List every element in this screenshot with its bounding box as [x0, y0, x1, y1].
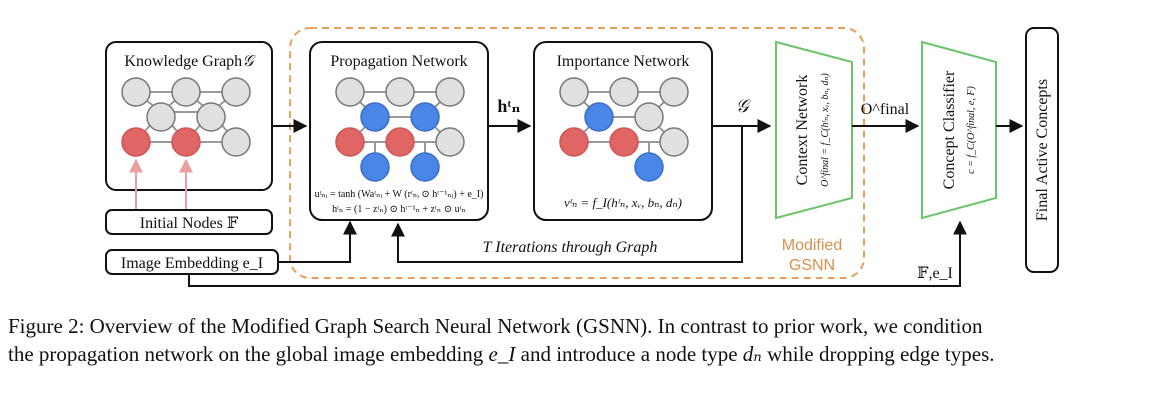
final-active-concepts-box	[1025, 27, 1059, 273]
iterations-loop-arrow	[391, 126, 743, 263]
modified-gsnn-label-1: Modified	[782, 237, 842, 254]
iterations-label: T Iterations through Graph	[483, 239, 658, 256]
propagation-equation-1: uᵗₙᵢ = tanh (Waᵗₙᵢ + W (rᵗₙᵢ ⊙ hᵗ⁻¹ₙᵢ) +…	[315, 189, 484, 200]
graph-node	[221, 77, 251, 107]
graph-node	[146, 102, 176, 132]
graph-node-active	[584, 102, 614, 132]
knowledge-graph-title: Knowledge Graph𝒢	[124, 53, 256, 70]
graph-node	[609, 77, 639, 107]
o-final-label: O^final	[861, 101, 910, 118]
graph-node	[385, 77, 415, 107]
concept-classifier-title: Concept Classifier	[941, 70, 958, 189]
graph-node-active	[634, 152, 664, 182]
graph-node-initial	[171, 127, 201, 157]
importance-equation: vᵗₙ = f_I(hᵗₙ, xᵥ, bₙ, dₙ)	[564, 195, 682, 210]
graph-node	[659, 77, 689, 107]
graph-node	[221, 127, 251, 157]
graph-node	[435, 127, 465, 157]
graph-node-active	[410, 152, 440, 182]
initial-nodes-box	[105, 209, 273, 235]
hidden-state-label: hᵗₙ	[497, 96, 520, 116]
importance-network-title: Importance Network	[557, 53, 690, 70]
concept-classifier-shape	[921, 40, 997, 220]
context-network-shape	[775, 40, 853, 220]
initial-nodes-label: Initial Nodes 𝔽	[140, 215, 239, 232]
f-e-label: 𝔽,e_I	[917, 265, 953, 282]
gsnn-diagram: Modified GSNN Knowledge Graph𝒢 Initial N…	[105, 27, 1059, 287]
graph-node	[171, 77, 201, 107]
figure-caption: Figure 2: Overview of the Modified Graph…	[8, 312, 1148, 368]
concept-classifier-equation: c = f_C(O^final, e, F)	[966, 86, 977, 174]
propagation-network-title: Propagation Network	[330, 53, 467, 70]
propagation-nodes	[335, 77, 465, 182]
propagation-equation-2: hᵗₙ = (1 − zᵗₙ) ⊙ hᵗ⁻¹ₙ + zᵗₙ ⊙ uᵗₙ	[332, 204, 466, 215]
context-network-title: Context Network	[794, 75, 811, 186]
image-embedding-label: Image Embedding e_I	[121, 255, 263, 272]
graph-node	[659, 127, 689, 157]
knowledge-graph-nodes	[121, 77, 251, 157]
graph-node	[559, 77, 589, 107]
importance-nodes	[559, 77, 689, 182]
graph-node	[634, 102, 664, 132]
graph-node	[121, 77, 151, 107]
caption-line-2: the propagation network on the global im…	[8, 342, 995, 366]
arrow-embedding-to-propagation	[278, 220, 357, 263]
graph-node	[435, 77, 465, 107]
graph-node	[196, 102, 226, 132]
final-active-concepts-label: Final Active Concepts	[1034, 79, 1051, 221]
modified-gsnn-region	[289, 27, 865, 279]
graph-node-initial	[121, 127, 151, 157]
arrow-embedding-to-classifier	[188, 220, 967, 287]
graph-node-initial	[335, 127, 365, 157]
context-network-equation: O^final = f_C(hᵗₙ, xᵥ, bₙ, dₙ)	[820, 72, 831, 186]
graph-node-initial	[609, 127, 639, 157]
modified-gsnn-label-2: GSNN	[789, 257, 835, 274]
graph-node-active	[410, 102, 440, 132]
graph-label: 𝒢	[736, 96, 752, 116]
graph-node-initial	[559, 127, 589, 157]
graph-node-initial	[385, 127, 415, 157]
graph-node-active	[360, 152, 390, 182]
graph-node-active	[360, 102, 390, 132]
graph-node	[335, 77, 365, 107]
caption-line-1: Figure 2: Overview of the Modified Graph…	[8, 314, 983, 338]
